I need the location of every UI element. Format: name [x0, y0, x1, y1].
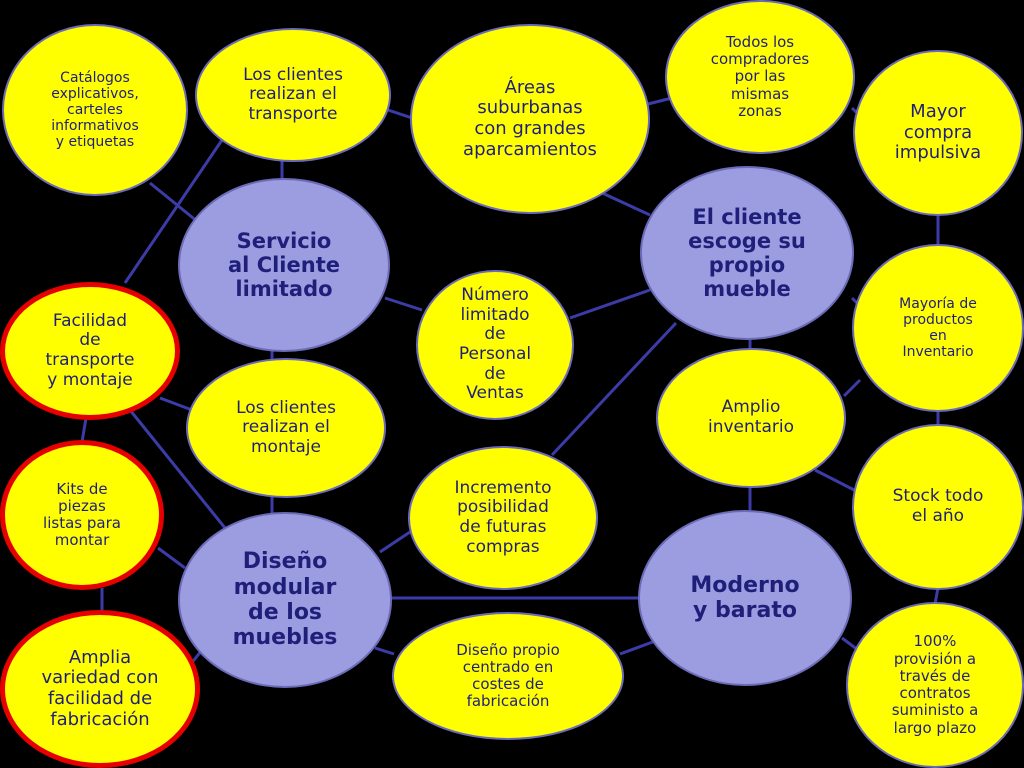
node-moderno-barato: Moderno y barato: [638, 510, 852, 686]
link-areas-servicio: [387, 108, 413, 120]
node-todos-compradores: Todos los compradores por las mismas zon…: [665, 0, 855, 154]
link-mayoria-amplio: [842, 378, 862, 398]
link-incremento-diseno: [379, 530, 411, 554]
node-incremento: Incremento posibilidad de futuras compra…: [408, 446, 598, 590]
node-diseno-modular: Diseño modular de los muebles: [178, 512, 392, 688]
node-diseno-propio: Diseño propio centrado en costes de fabr…: [392, 612, 624, 740]
node-amplio-inventario: Amplio inventario: [656, 348, 846, 488]
link-catalogos-servicio: [149, 181, 199, 224]
node-catalogos: Catálogos explicativos, carteles informa…: [2, 24, 188, 196]
link-facilidad-kits: [80, 417, 88, 443]
link-propio-diseno: [374, 646, 395, 656]
node-provision: 100% provisión a través de contratos sum…: [846, 602, 1024, 768]
link-facilidad-transporte: [123, 139, 224, 284]
link-servicio-numero: [384, 296, 423, 312]
link-escoge-incremento: [550, 321, 678, 457]
link-amplio-stock: [814, 468, 859, 494]
node-amplia-variedad: Amplia variedad con facilidad de fabrica…: [0, 610, 200, 768]
link-kits-diseno: [157, 546, 186, 570]
node-mayor-compra: Mayor compra impulsiva: [853, 50, 1023, 216]
node-kits-piezas: Kits de piezas listas para montar: [0, 440, 164, 590]
node-clientes-montaje: Los clientes realizan el montaje: [186, 358, 386, 498]
link-numero-escoge: [569, 288, 651, 320]
link-facilidad-montaje: [159, 396, 193, 412]
node-stock: Stock todo el año: [852, 424, 1024, 590]
node-numero-limitado: Número limitado de Personal de Ventas: [416, 270, 574, 420]
node-areas-suburbanas: Áreas suburbanas con grandes aparcamient…: [410, 24, 650, 214]
node-cliente-escoge: El cliente escoge su propio mueble: [640, 166, 854, 340]
link-facilidad-diseno: [128, 409, 227, 529]
node-clientes-transporte: Los clientes realizan el transporte: [195, 28, 391, 162]
node-mayoria-productos: Mayoría de productos en Inventario: [852, 244, 1024, 412]
node-facilidad-transporte: Facilidad de transporte y montaje: [0, 282, 180, 420]
link-stock-provision: [933, 587, 940, 605]
node-servicio-cliente: Servicio al Cliente limitado: [178, 178, 390, 352]
link-areas-escoge: [599, 190, 651, 217]
